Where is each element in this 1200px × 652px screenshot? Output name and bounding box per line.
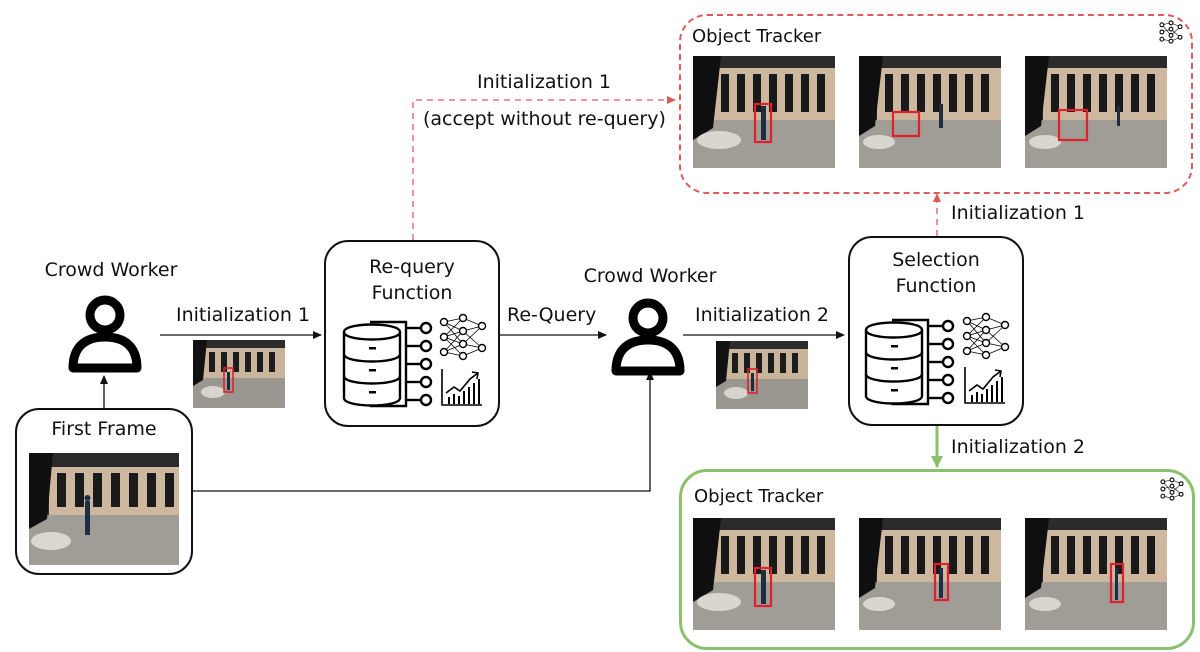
neural-network-icon <box>1159 20 1183 44</box>
tracker-bottom-frame-1 <box>693 518 835 630</box>
neural-network-icon <box>439 313 487 361</box>
edge-label-init1-left: Initialization 1 <box>176 304 310 326</box>
selection-function-node <box>848 236 1024 426</box>
selection-function-title: Selection <box>892 249 980 271</box>
arrow-requery-accept <box>412 96 676 240</box>
first-frame-image <box>29 453 179 565</box>
edge-label-init1-up-note: (accept without re-query) <box>423 108 666 130</box>
tracker-top-frame-2 <box>859 56 1001 168</box>
edge-label-init2-mid: Initialization 2 <box>695 304 829 326</box>
object-tracker-bottom-title: Object Tracker <box>694 486 824 507</box>
edge-label-init1-up: Initialization 1 <box>477 71 611 93</box>
person-icon <box>611 298 685 376</box>
edge-label-init1-right: Initialization 1 <box>951 202 1085 224</box>
edge-label-init2-down: Initialization 2 <box>951 436 1085 458</box>
object-tracker-top <box>679 14 1193 194</box>
selection-function-title-2: Function <box>895 275 977 297</box>
arrow-firstframe-to-worker-mid <box>193 371 654 492</box>
first-frame-label: First Frame <box>51 418 157 440</box>
crowd-worker-mid-label: Crowd Worker <box>583 265 717 287</box>
tracker-top-frame-1 <box>693 56 835 168</box>
tracker-bottom-frame-2 <box>859 518 1001 630</box>
object-tracker-top-title: Object Tracker <box>692 26 822 47</box>
database-icon <box>864 318 955 406</box>
object-tracker-bottom <box>679 469 1195 650</box>
init2-thumbnail <box>716 341 808 409</box>
database-icon <box>342 320 433 408</box>
tracker-bottom-frame-3 <box>1025 518 1167 630</box>
tracker-top-frame-3 <box>1025 56 1167 168</box>
neural-network-icon <box>1160 477 1184 501</box>
growth-chart-icon <box>964 367 1005 404</box>
crowd-worker-left-label: Crowd Worker <box>44 259 178 281</box>
neural-network-icon <box>962 312 1010 360</box>
edge-label-requery: Re-Query <box>507 304 597 326</box>
requery-function-node <box>324 240 500 427</box>
init1-thumbnail <box>193 340 285 408</box>
requery-function-title: Re-query <box>369 256 455 278</box>
person-icon <box>68 295 142 373</box>
growth-chart-icon <box>441 369 482 406</box>
requery-function-title-2: Function <box>371 282 453 304</box>
